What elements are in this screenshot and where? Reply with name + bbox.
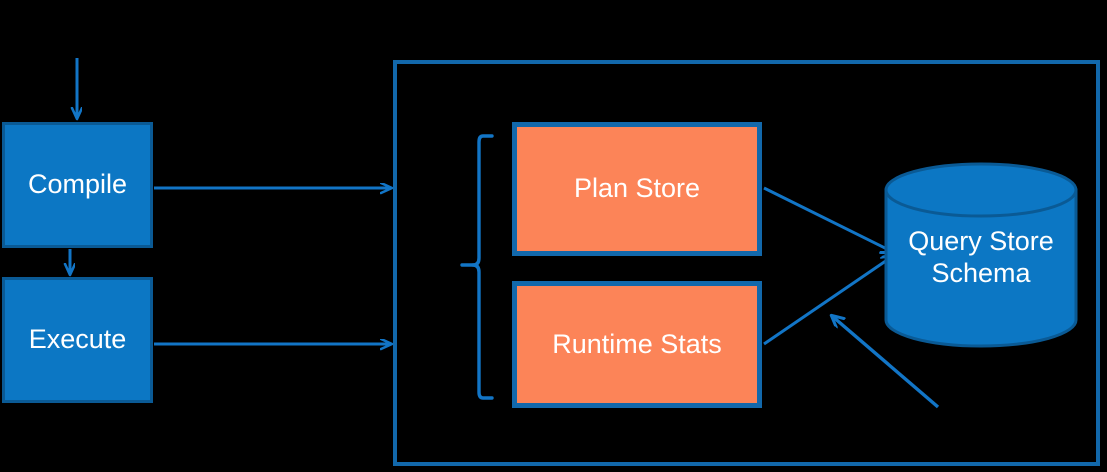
plan-store-box[interactable]: Plan Store bbox=[512, 122, 762, 256]
compile-label: Compile bbox=[27, 169, 128, 200]
compile-box[interactable]: Compile bbox=[2, 122, 153, 248]
plan-store-label: Plan Store bbox=[573, 173, 701, 204]
runtime-stats-label: Runtime Stats bbox=[552, 328, 722, 359]
execute-box[interactable]: Execute bbox=[2, 277, 153, 403]
execute-label: Execute bbox=[28, 324, 127, 355]
query-store-container-frame bbox=[393, 60, 1100, 466]
runtime-stats-box[interactable]: Runtime Stats bbox=[512, 281, 762, 408]
